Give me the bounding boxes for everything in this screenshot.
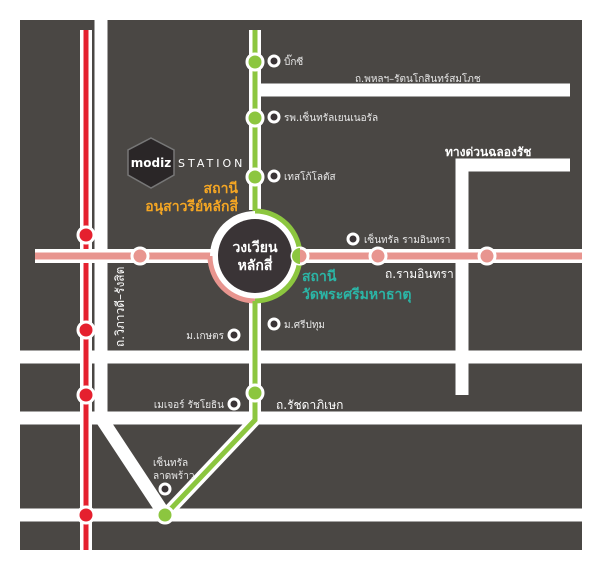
landmark-central-ladprao-line2: ลาดพร้าว	[153, 470, 194, 482]
station-wat-line1: สถานี	[302, 269, 337, 285]
pink-line-loop	[207, 255, 256, 304]
road-label-ramindra: ถ.รามอินทรา	[385, 267, 454, 281]
landmark-major: เมเจอร์ รัชโยธิน	[154, 398, 224, 411]
red-station	[76, 225, 96, 245]
road-label-expressway: ทางด่วนฉลองรัช	[445, 145, 531, 159]
landmark-pin	[346, 232, 360, 246]
landmark-central-ladprao-line1: เซ็นทรัล	[153, 455, 188, 469]
landmark-markers	[158, 54, 360, 496]
landmark-tesco: เทสโก้โลตัส	[284, 170, 336, 183]
road-label-phahon: ถ.พหลฯ–รัตนโกสินทร์สมโภช	[355, 72, 481, 85]
green-station	[245, 167, 265, 187]
landmark-central-ramindra: เซ็นทรัล รามอินทรา	[364, 232, 450, 246]
landmark-pin	[227, 397, 241, 411]
pink-station	[368, 246, 388, 266]
green-station	[155, 505, 175, 525]
green-station	[245, 383, 265, 403]
red-station	[76, 320, 96, 340]
landmark-big-c: บิ๊กซี	[284, 54, 303, 68]
landmark-pin	[158, 482, 172, 496]
landmark-hospital: รพ.เซ็นทรัลเยนเนอรัล	[284, 110, 378, 124]
green-station	[245, 52, 265, 72]
landmark-pin	[267, 110, 281, 124]
svg-text:modiz: modiz	[131, 156, 171, 170]
logo-hexagon	[127, 137, 175, 189]
road-label-vibhavadi: ถ.วิภาวดี–รังสิต	[113, 267, 127, 347]
landmark-pin	[267, 169, 281, 183]
landmark-pin	[267, 54, 281, 68]
modiz-logo: modiz STATION	[127, 137, 245, 189]
roads	[20, 20, 582, 522]
road-label-ratchada: ถ.รัชดาภิเษก	[276, 398, 343, 412]
station-anusawari-line2: อนุสาวรีย์หลักสี่	[145, 196, 238, 215]
red-station	[76, 385, 96, 405]
circle-hub	[218, 219, 292, 293]
pink-station	[477, 246, 497, 266]
red-station	[76, 505, 96, 525]
pink-station	[130, 246, 150, 266]
landmark-sripatum: ม.ศรีปทุม	[284, 319, 325, 331]
landmark-pin	[227, 328, 241, 342]
circle-label-line1: วงเวียน	[232, 240, 278, 256]
landmark-kasetsart: ม.เกษตร	[186, 331, 224, 342]
road-expressway	[455, 158, 570, 395]
road-vibhavadi	[94, 20, 171, 519]
station-wat-line2: วัดพระศรีมหาธาตุ	[302, 287, 411, 303]
landmark-pin	[267, 317, 281, 331]
green-station	[245, 108, 265, 128]
station-anusawari-line1: สถานี	[204, 181, 239, 197]
svg-text:STATION: STATION	[178, 157, 245, 170]
circle-label-line2: หลักสี่	[238, 255, 273, 274]
map-background	[20, 20, 582, 550]
red-line-stations	[76, 225, 96, 525]
